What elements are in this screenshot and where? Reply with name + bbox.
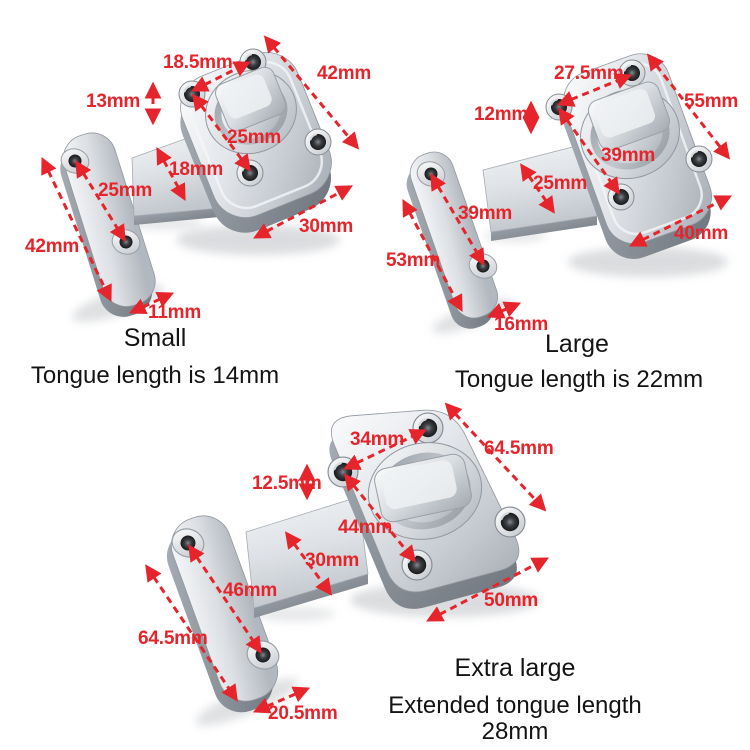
large-screw-right [685,145,713,173]
extra-large-unit-illustration [145,402,549,726]
large-unit-illustration [402,53,733,334]
small-screw-top-left [178,80,206,108]
small-screw-bottom [236,159,264,187]
dim-label-small-top-hole-span: 18.5mm [163,52,233,73]
dim-label-large-plate-length: 53mm [386,250,441,271]
dim-label-extra-large-body-length: 64.5mm [484,438,554,459]
dim-label-large-top-hole-span: 27.5mm [554,63,624,84]
dim-label-extra-large-plate-width: 20.5mm [268,703,338,724]
dim-label-extra-large-tongue-width: 30mm [305,550,360,571]
product-name-small: Small [123,324,187,352]
dim-label-extra-large-knob-diameter: 44mm [338,517,393,538]
large-body-shadow [568,247,728,277]
small-unit-illustration [41,35,360,322]
extra-large-screw-right [493,505,527,539]
extra-large-arrow-body-width [426,557,549,622]
large-arrow-body-width [628,195,733,247]
small-arrow-knob-diameter [191,93,252,172]
product-caption-extra-large: Extended tongue length 28mm [388,692,642,746]
extra-large-arrow-plate-length [145,564,238,702]
dim-label-small-plate-hole-span: 25mm [98,180,153,201]
small-arrow-top-hole-span [190,61,252,92]
small-arrow-tongue-width [156,147,186,201]
dim-label-extra-large-hole-edge-offset: 12.5mm [252,473,322,494]
dim-label-large-plate-hole-span: 39mm [458,203,513,224]
small-arrow-body-width [253,185,353,239]
large-arrow-tongue-width [520,163,555,214]
dim-label-small-body-length: 42mm [317,63,372,84]
dim-label-extra-large-body-width: 50mm [484,590,539,611]
extra-large-screw-top-right [411,411,445,445]
extra-large-screw-bottom [400,548,434,582]
large-arrow-plate-width [486,301,522,319]
large-arrow-plate-length [402,199,463,312]
extra-large-dimension-arrows [145,402,549,714]
large-arrow-body-length [646,53,731,160]
small-tongue-side [134,208,219,225]
dim-label-large-body-width: 40mm [674,223,729,244]
extra-large-tongue-side [254,574,368,618]
dim-label-large-body-length: 55mm [684,91,739,112]
dim-label-small-plate-width: 11mm [148,302,202,323]
large-dimension-arrows [402,53,733,319]
small-dimension-arrows [41,35,360,314]
extra-large-screw-top-left [326,455,360,489]
large-screw-bottom [607,183,635,211]
small-arrow-plate-length [41,156,112,303]
dim-label-extra-large-plate-hole-span: 46mm [223,580,278,601]
product-caption-small: Tongue length is 14mm [30,362,280,389]
extra-large-arrow-knob-diameter [343,473,417,563]
dim-label-large-tongue-width: 25mm [533,173,588,194]
extra-large-arrow-plate-width [252,686,311,714]
extra-large-arrow-tongue-width [285,531,332,596]
large-screw-top-left [545,93,573,121]
large-tongue-side [491,216,597,241]
dim-label-large-plate-width: 16mm [494,314,549,335]
dim-label-large-hole-edge-offset: 12mm [474,104,529,125]
dim-label-small-body-width: 30mm [299,216,354,237]
small-screw-right [304,128,332,156]
product-caption-large: Tongue length is 22mm [454,366,704,393]
large-arrow-knob-diameter [558,107,620,195]
extra-large-arrow-top-hole-span [342,429,428,470]
dim-label-small-tongue-width: 18mm [169,159,224,180]
dim-label-small-plate-length: 42mm [25,236,80,257]
dim-label-small-hole-edge-offset: 13mm [86,91,141,112]
dim-label-large-knob-diameter: 39mm [601,145,656,166]
dim-label-extra-large-top-hole-span: 34mm [350,429,405,450]
dim-label-small-knob-diameter: 25mm [227,127,282,148]
product-name-large: Large [545,330,609,358]
large-arrow-top-hole-span [556,73,633,107]
product-name-extra-large: Extra large [454,654,576,682]
dim-label-extra-large-plate-length: 64.5mm [138,628,208,649]
